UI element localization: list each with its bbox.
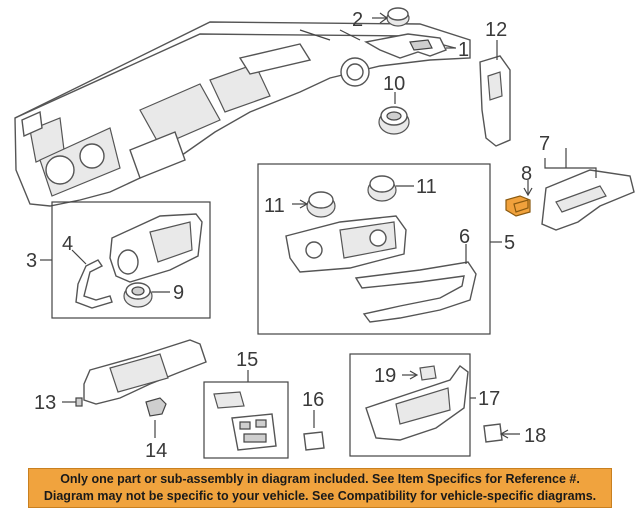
part-18-switch: [483, 423, 520, 443]
callout-16: 16: [302, 389, 324, 411]
part-13-lower-panel: [62, 339, 207, 407]
callout-2: 2: [352, 9, 363, 31]
callout-12: 12: [485, 19, 507, 41]
group-15-switches: [213, 391, 277, 451]
part-11-knob-left: [292, 191, 336, 218]
part-1-bracket: [364, 33, 456, 59]
part-19-clip: [402, 365, 437, 381]
callout-9: 9: [173, 282, 184, 304]
disclaimer-line-2: Diagram may not be specific to your vehi…: [43, 489, 597, 503]
part-9-knob: [123, 282, 170, 308]
part-6-trim: [354, 244, 477, 323]
part-8-highlighted: [505, 180, 533, 217]
group-3-cluster-bezel: [109, 213, 203, 283]
callout-8: 8: [521, 163, 532, 185]
callout-19: 19: [374, 365, 396, 387]
group-17-lower-bezel: [365, 365, 469, 441]
instrument-panel: [14, 21, 471, 207]
part-10-knob: [378, 92, 410, 135]
part-11-knob-right: [367, 175, 414, 202]
callout-18: 18: [524, 425, 546, 447]
disclaimer-line-1: Only one part or sub-assembly in diagram…: [60, 472, 580, 486]
callout-14: 14: [145, 440, 167, 462]
callout-11-right: 11: [416, 176, 437, 198]
callout-10: 10: [383, 73, 405, 95]
callout-4: 4: [62, 233, 73, 255]
part-2-knob: [372, 7, 410, 27]
group-15-box: [203, 381, 289, 459]
disclaimer-banner: Only one part or sub-assembly in diagram…: [28, 468, 612, 508]
part-16-switch: [303, 410, 325, 451]
group-5-center-bezel: [285, 215, 407, 273]
callout-15: 15: [236, 349, 258, 371]
callout-7: 7: [539, 133, 550, 155]
part-14-clip: [145, 397, 167, 438]
callout-3: 3: [26, 250, 37, 272]
part-4-trim: [71, 249, 113, 309]
callout-13: 13: [34, 392, 56, 414]
callout-11-left: 11: [264, 195, 285, 217]
group-17-box: [349, 353, 471, 457]
part-12-side-panel: [479, 40, 511, 147]
callout-5: 5: [504, 232, 515, 254]
callouts: 2 1 12 10 7 8 11 11 3 4 9 6 5 15 13 14 1…: [26, 9, 550, 462]
group-5-box: [257, 163, 491, 335]
callout-6: 6: [459, 226, 470, 248]
part-7-panel: [541, 148, 635, 231]
callout-1: 1: [458, 39, 469, 61]
callout-17: 17: [478, 388, 500, 410]
